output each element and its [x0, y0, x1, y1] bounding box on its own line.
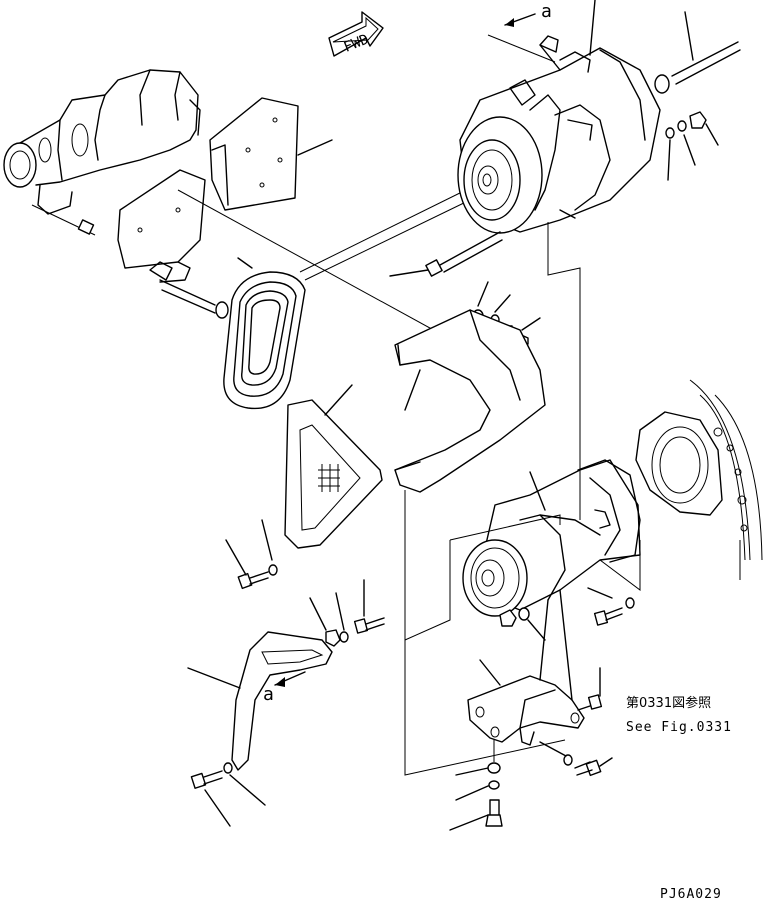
bolt-guard	[225, 519, 278, 590]
assembly-lines	[404, 222, 641, 776]
compressor-hardware	[499, 587, 635, 641]
marker-a-top: a	[504, 1, 552, 27]
figure-reference: 第0331図参照 See Fig.0331	[626, 695, 732, 735]
bolt-mid	[389, 231, 503, 277]
marker-a-belt-label: a	[263, 684, 274, 705]
belt-guard	[284, 384, 383, 549]
compressor-unit	[462, 459, 641, 617]
marker-a-belt: a	[263, 671, 306, 705]
bolt-bracket-right	[539, 667, 613, 777]
bottom-bolt-stack	[449, 740, 503, 831]
alternator-bracket	[394, 309, 546, 493]
marker-a-top-label: a	[541, 1, 552, 22]
heat-shield	[117, 97, 333, 283]
reference-jp: 第0331図参照	[626, 695, 711, 711]
long-bolt-top	[654, 11, 741, 181]
leader-lines	[177, 187, 471, 351]
reference-en: See Fig.0331	[626, 720, 732, 735]
figure-code: PJ6A029	[660, 887, 722, 902]
v-belt	[223, 257, 306, 410]
adjusting-link: a	[187, 631, 333, 771]
link-hardware	[309, 579, 385, 647]
compressor-bracket	[467, 589, 585, 746]
flange-housing	[635, 379, 763, 580]
exhaust-pipe	[3, 69, 201, 215]
alternator	[457, 0, 661, 234]
bolt-bottom-left	[190, 762, 266, 827]
bolt-left	[31, 204, 229, 319]
fwd-arrow: FWD	[328, 11, 384, 57]
